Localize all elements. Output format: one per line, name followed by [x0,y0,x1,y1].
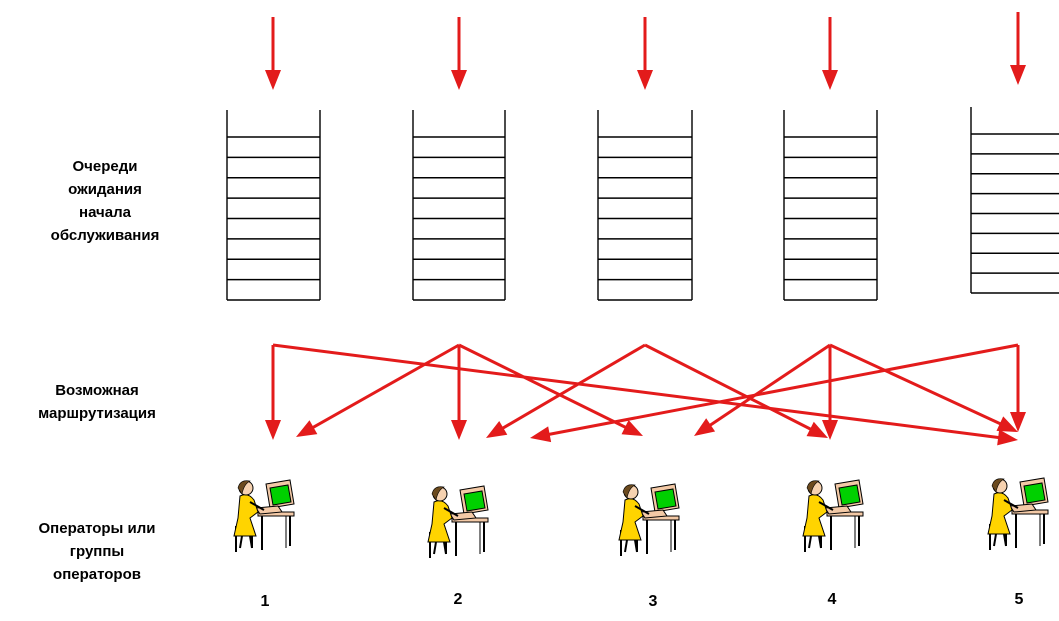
route-arrowhead-4-to-3 [694,418,716,436]
operator-at-computer-icon [987,477,1049,551]
down-arrow-icon [822,70,838,90]
down-arrow-icon [451,70,467,90]
route-arrowhead-3-to-2 [486,420,508,438]
operator-number-5: 5 [1014,591,1024,608]
routing-label-line-2: маршрутизация [38,405,156,422]
queue-5 [970,107,1059,294]
queues-label-line-3: начала [79,204,131,221]
route-arrow-4-to-5 [829,343,1005,427]
queues-label-line-4: обслуживания [50,227,160,244]
operators-label-line-1: Операторы или [38,520,156,537]
down-arrow-icon [1010,65,1026,85]
operator-at-computer-icon [427,485,489,559]
route-arrow-4-to-3 [706,343,831,429]
operator-at-computer-icon [802,479,864,553]
operator-at-computer-icon [618,483,680,557]
queue-4 [783,110,878,301]
operator-number-3: 3 [648,593,658,610]
queue-3 [597,110,693,301]
routing-label: Возможная маршрутизация [0,379,197,425]
route-arrowhead-2-to-3 [621,419,643,436]
operators-label-line-2: группы [69,543,125,560]
operators-label-line-3: операторов [53,566,141,583]
down-arrow-icon [637,70,653,90]
operator-number-1: 1 [260,593,270,610]
operators-label: Операторы или группы операторов [0,517,197,586]
route-arrowhead-4-to-5 [996,416,1018,432]
route-arrowhead-4-to-4 [822,420,838,440]
queues-label-line-2: ожидания [68,181,142,198]
route-arrowhead-2-to-1 [296,420,318,437]
route-arrow-5-to-2 [545,343,1019,437]
route-arrowhead-5-to-2 [530,426,552,443]
route-arrow-1-to-5 [272,343,1003,440]
route-arrow-3-to-4 [644,343,815,433]
queue-2 [412,110,506,301]
queue-1 [226,110,321,301]
route-arrowhead-5-to-5 [1010,412,1026,432]
down-arrow-icon [265,70,281,90]
route-arrowhead-3-to-4 [806,421,828,438]
route-arrowhead-1-to-5 [997,429,1018,446]
route-arrowhead-1-to-1 [265,420,281,440]
queues-label: Очереди ожидания начала обслуживания [5,155,205,247]
routing-label-line-1: Возможная [55,382,139,399]
route-arrow-2-to-3 [458,343,630,431]
queues-label-line-1: Очереди [72,158,138,175]
route-arrowhead-2-to-2 [451,420,467,440]
route-arrow-3-to-2 [499,343,646,432]
operator-at-computer-icon [233,479,295,553]
route-arrow-2-to-1 [309,343,460,431]
operator-number-4: 4 [827,591,837,608]
operator-number-2: 2 [453,591,463,608]
